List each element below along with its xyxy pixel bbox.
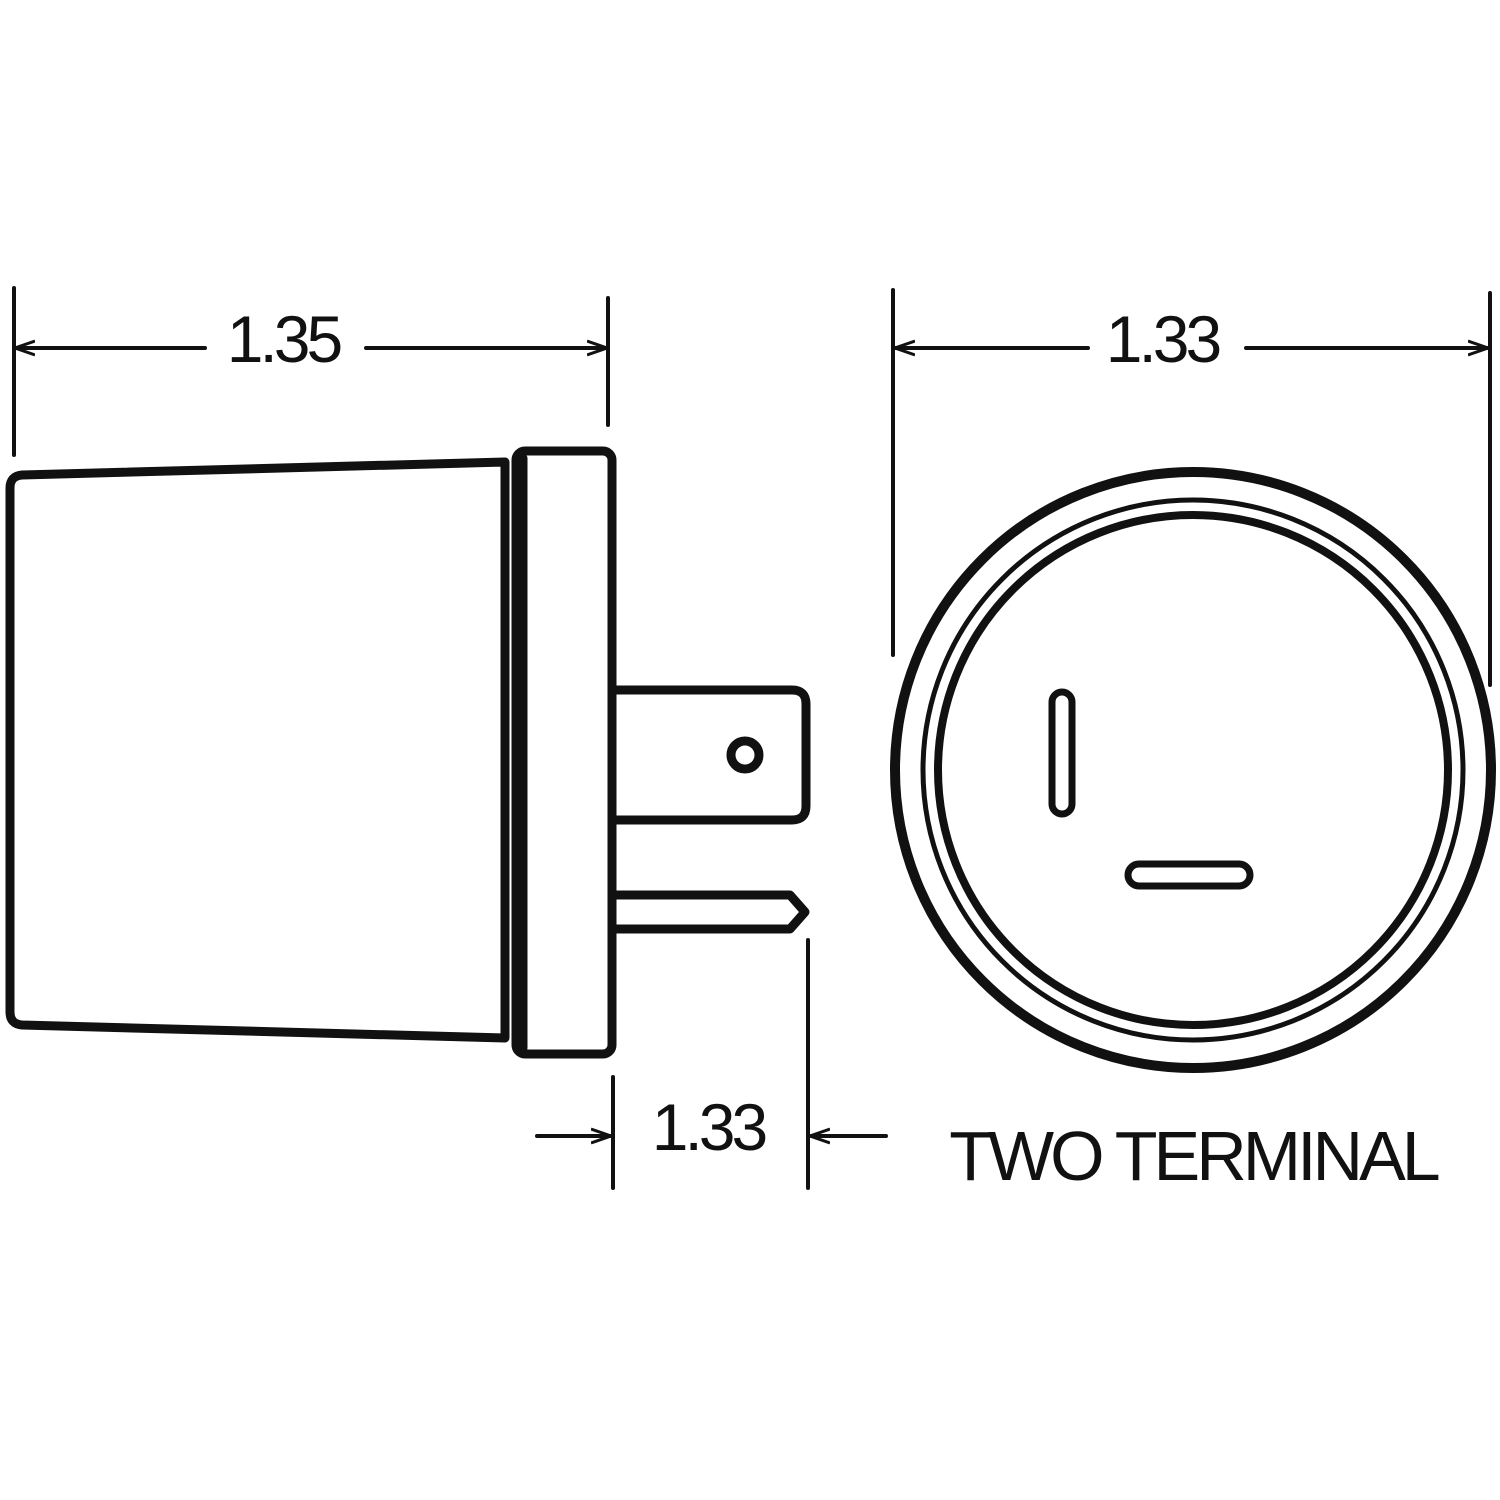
dimension-label-terminal-length: 1.33 (652, 1090, 766, 1164)
dimension-label-side-length: 1.35 (227, 302, 341, 376)
side-view-flange (511, 446, 617, 1059)
diagram-caption: TWO TERMINAL (949, 1117, 1438, 1195)
terminal-slot-horizontal (1124, 860, 1254, 890)
dimension-side-length: 1.35 (12, 286, 610, 457)
face-outer-ring (890, 467, 1496, 1073)
side-view-body (5, 457, 510, 1043)
face-inner-ring (934, 511, 1452, 1029)
terminal-tab-lower (611, 890, 810, 934)
terminal-tab-upper (611, 685, 811, 825)
face-view (890, 467, 1496, 1073)
dimension-face-diameter: 1.33 (891, 288, 1492, 687)
side-view (5, 446, 811, 1059)
face-middle-ring (920, 497, 1466, 1043)
terminal-tab-hole (726, 736, 764, 774)
dimension-label-face-diameter: 1.33 (1106, 302, 1220, 376)
dimension-terminal-length: 1.33 (535, 938, 888, 1190)
terminal-slot-vertical (1048, 688, 1076, 818)
